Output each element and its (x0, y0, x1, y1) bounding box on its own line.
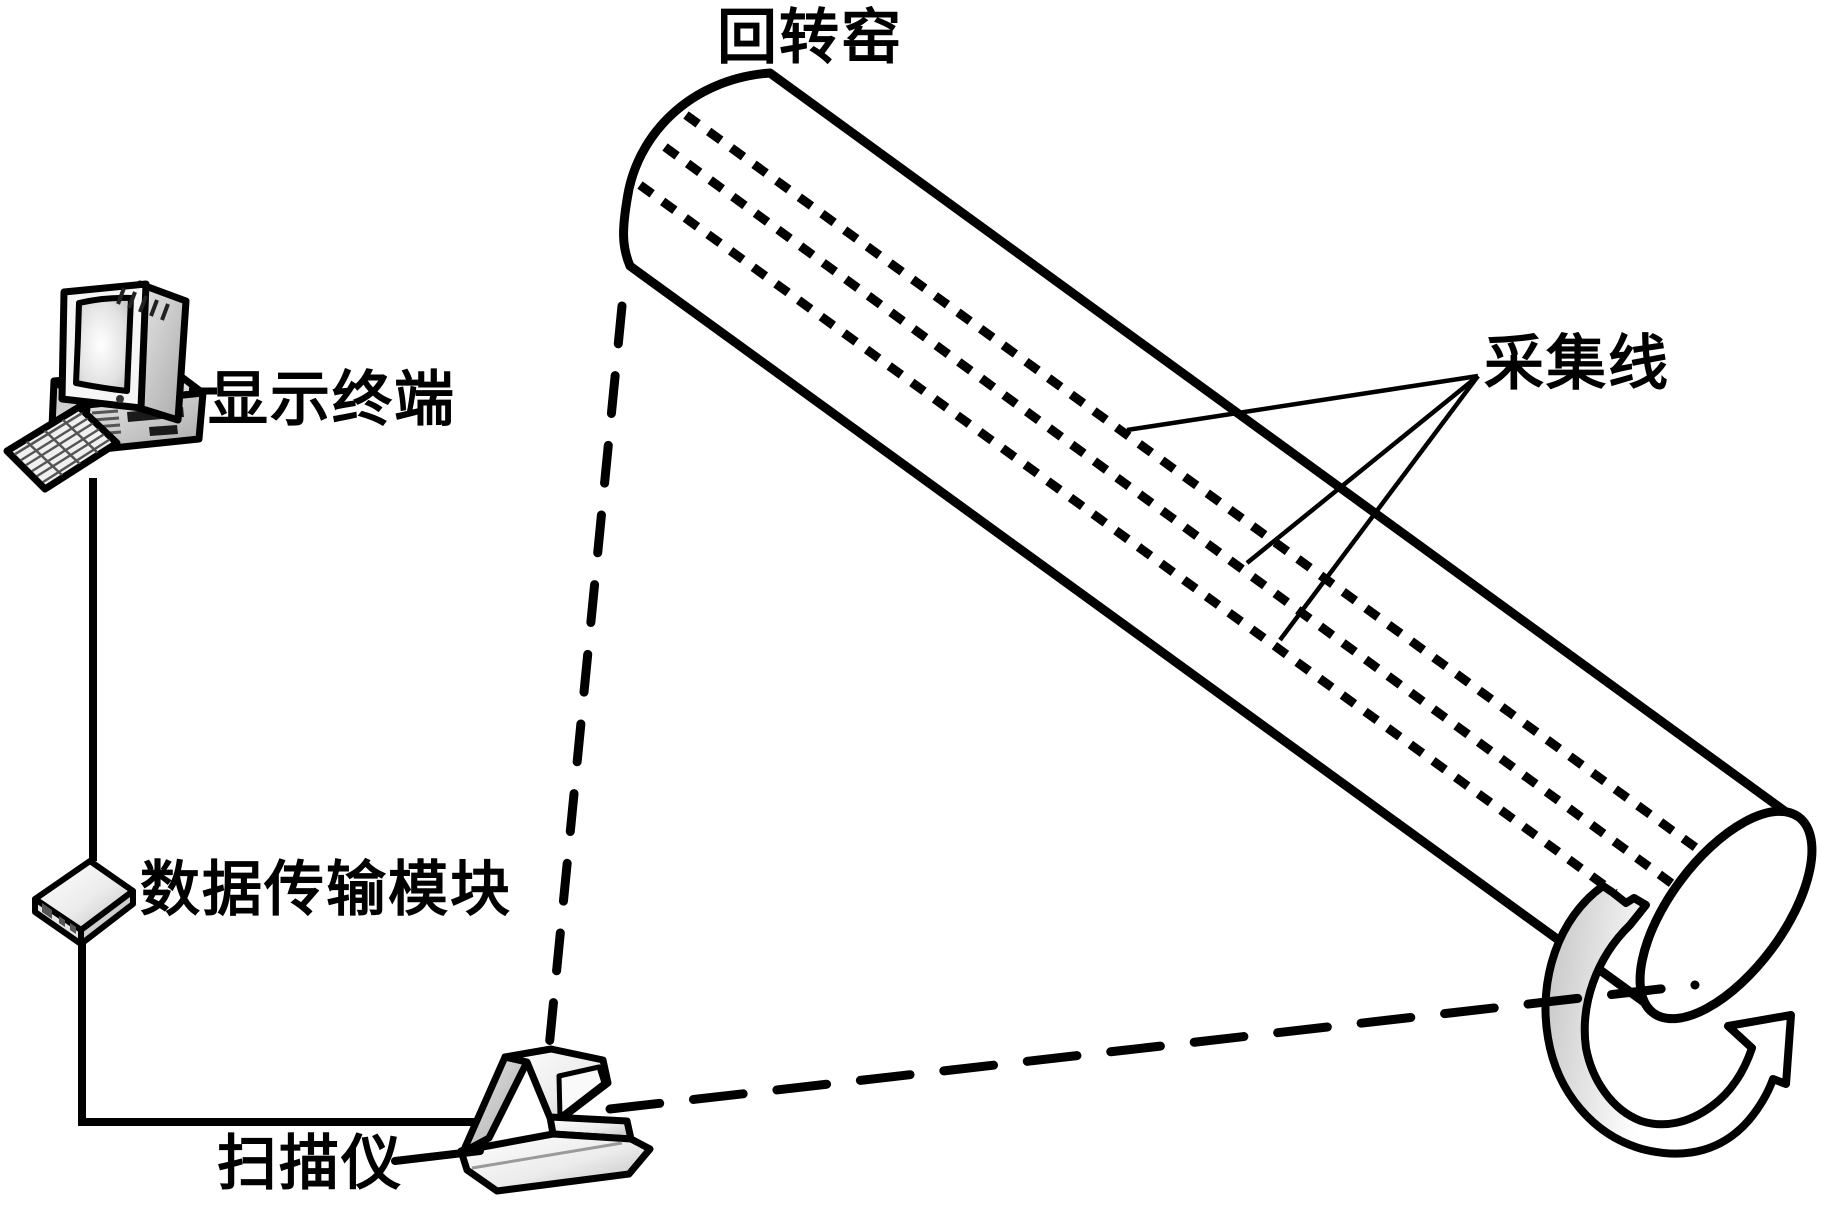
scanner-label-connector (391, 1147, 484, 1165)
rotation-direction-arrow-icon (1541, 882, 1795, 1158)
collection-line-3 (637, 181, 1618, 897)
label-display-terminal: 显示终端 (208, 367, 456, 433)
collection-line-2 (662, 143, 1681, 892)
kiln-end-face (1635, 806, 1817, 1024)
module-ports (42, 903, 76, 934)
computer-icon (3, 280, 207, 493)
data-transmission-module-icon (32, 858, 136, 947)
label-kiln: 回转窑 (717, 5, 903, 71)
scanner-window (556, 1064, 607, 1120)
scanner-body (457, 1130, 654, 1195)
collection-line-1 (683, 111, 1709, 859)
scanner-head (501, 1045, 612, 1129)
beam-to-kiln-far-end (605, 980, 1700, 1114)
scanner-body-shade (471, 1141, 623, 1170)
monitor-power-dot (116, 395, 124, 403)
collection-lines-dotted (637, 111, 1709, 897)
scan-beams (544, 301, 1700, 1114)
rotary-kiln-cylinder (619, 68, 1802, 1015)
connection-wires (78, 478, 478, 1126)
label-scanner: 扫描仪 (217, 1131, 403, 1197)
keyboard-keys (11, 410, 113, 485)
beam-to-kiln-near-end (544, 301, 627, 1053)
monitor-vents (116, 287, 170, 321)
label-data-transmission-module: 数据传输模块 (140, 857, 512, 923)
collection-label-pointers (1126, 373, 1480, 642)
label-collection-lines: 采集线 (1484, 331, 1670, 397)
scanner-icon (457, 1045, 654, 1195)
computer-keyboard (3, 403, 121, 493)
wire-module-to-scanner (78, 930, 478, 1126)
